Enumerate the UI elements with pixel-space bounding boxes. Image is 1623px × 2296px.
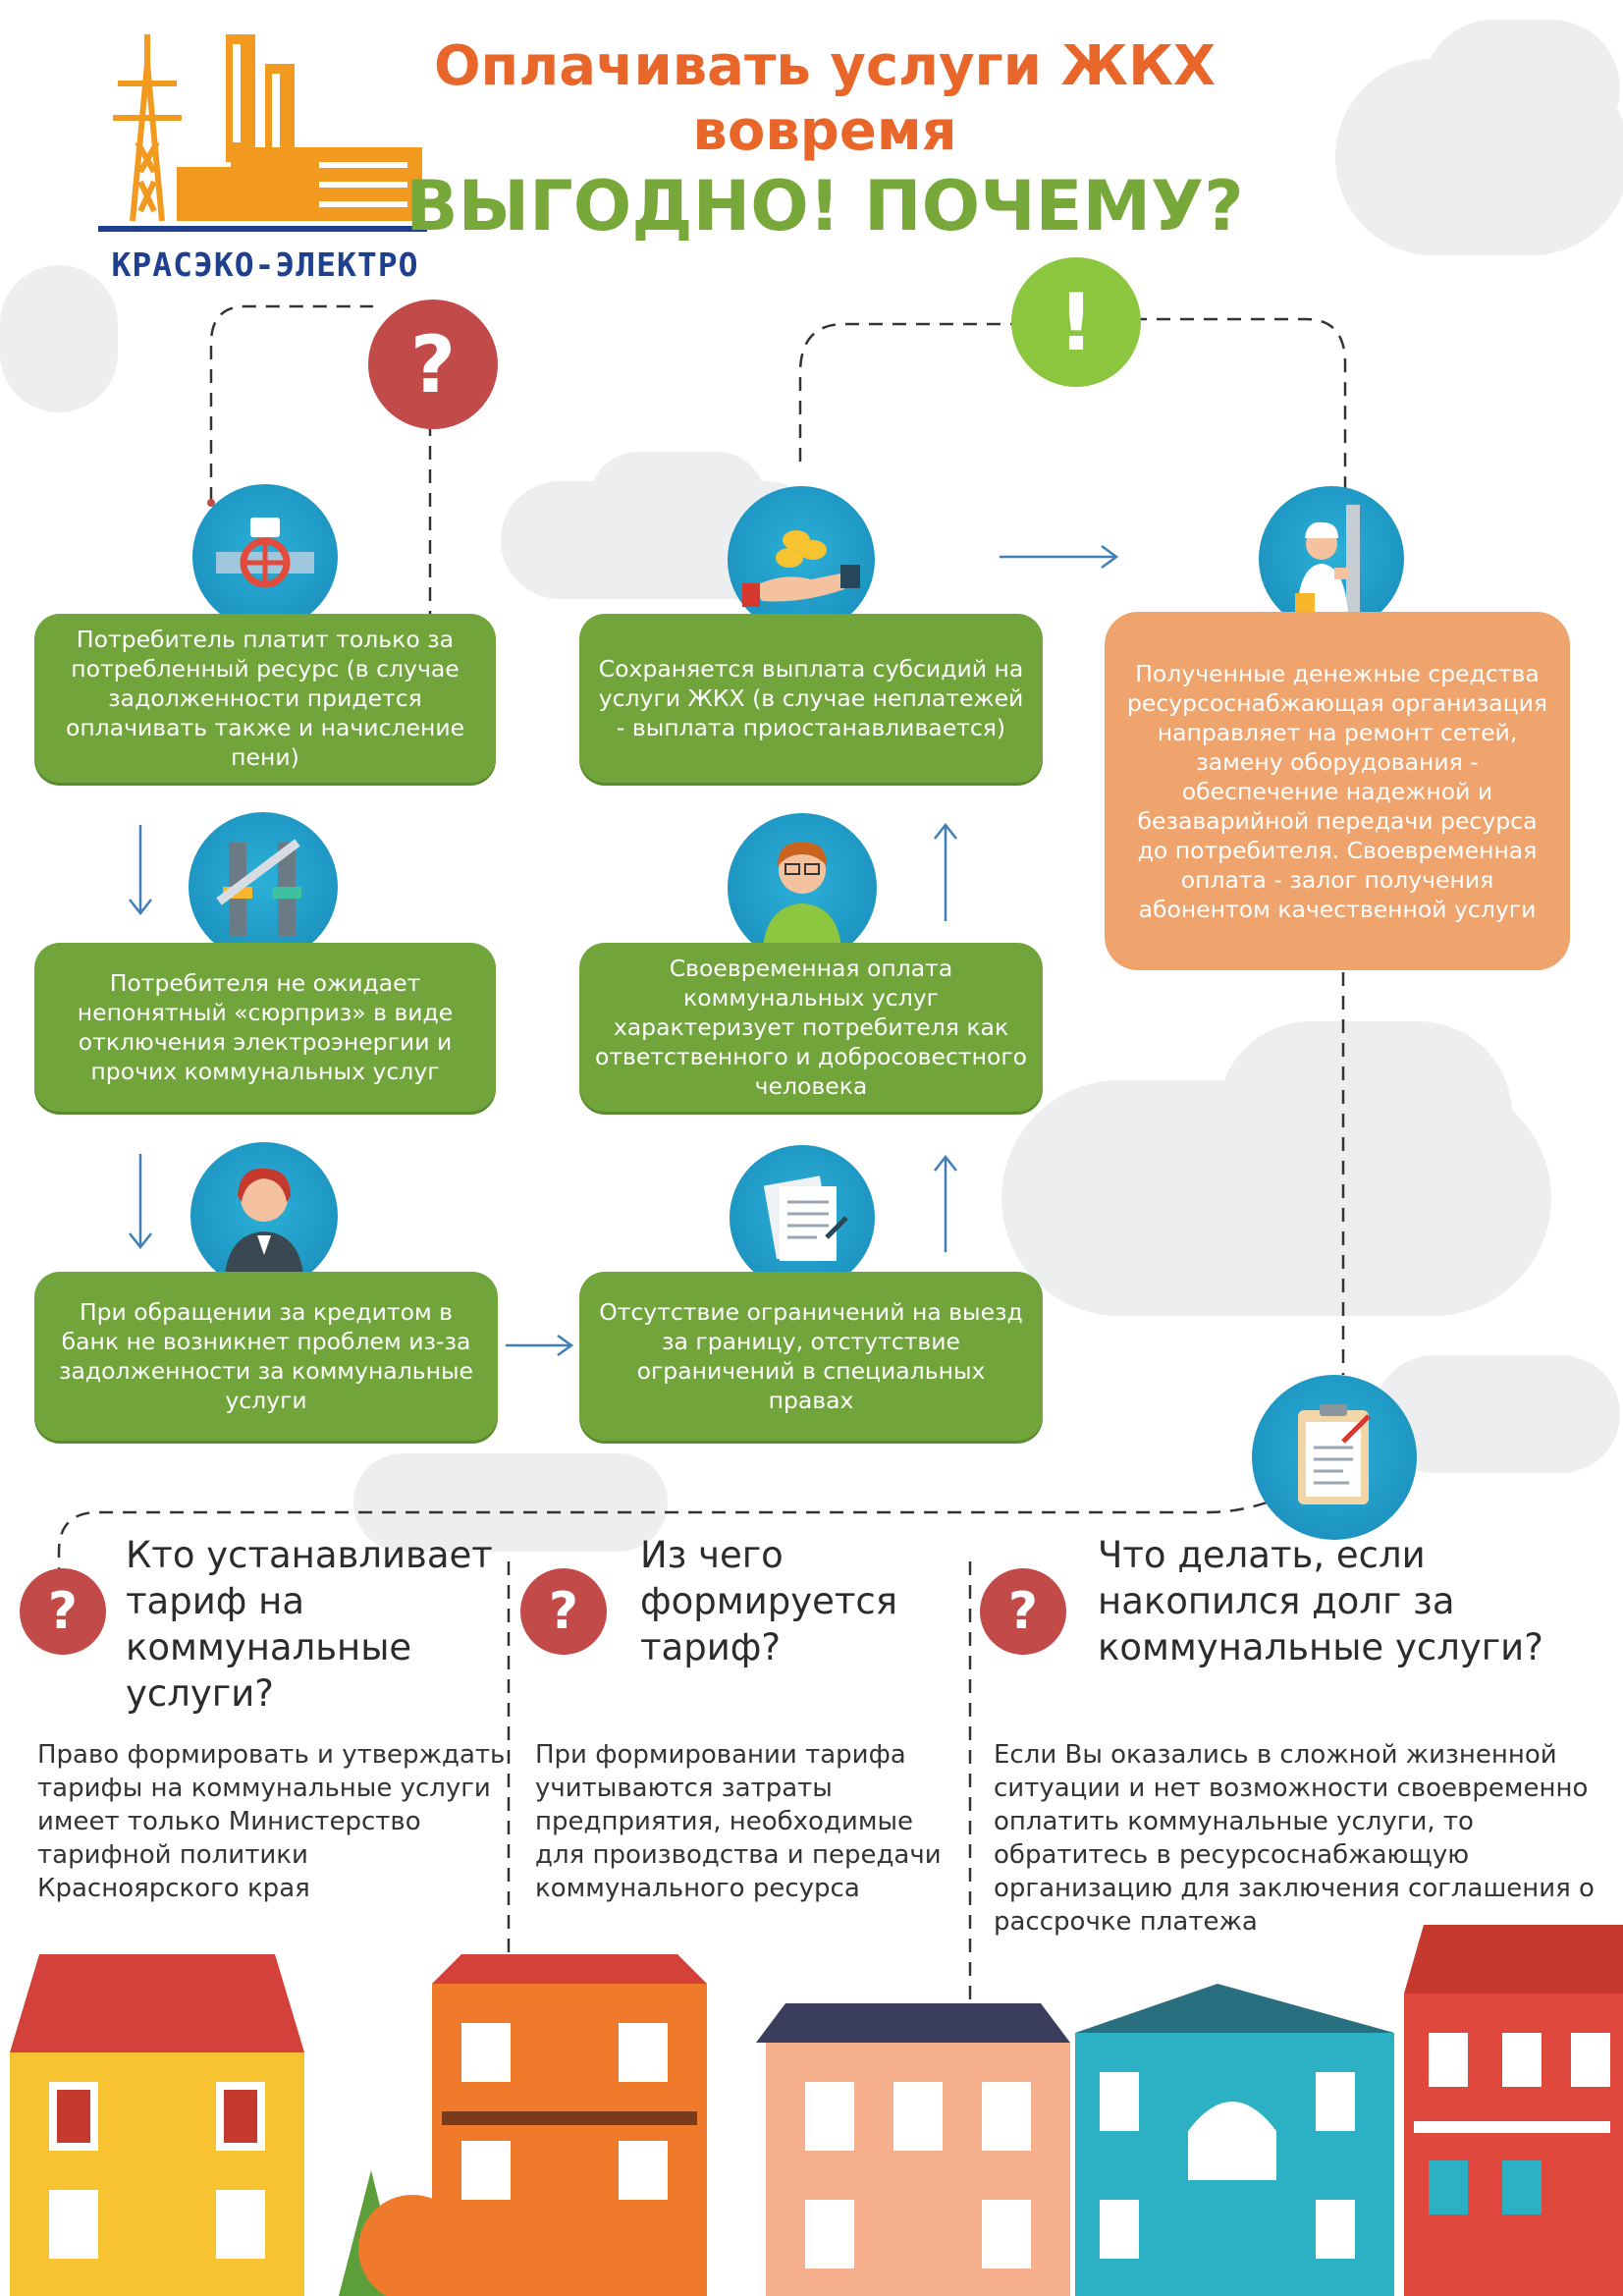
meter-valve-icon <box>192 484 338 629</box>
question-mark-icon: ? <box>20 1568 106 1655</box>
faq-heading: Кто устанавливает тариф на коммунальные … <box>126 1534 493 1715</box>
benefit-text: Потребитель платит только за потребленны… <box>65 626 465 771</box>
page-title: Оплачивать услуги ЖКХ вовремя <box>373 34 1276 164</box>
faq-answer: Право формировать и утверждать тарифы на… <box>37 1740 506 1903</box>
question-symbol: ? <box>47 1582 79 1641</box>
houses-illustration <box>0 1925 1623 2296</box>
question-symbol: ? <box>409 318 457 410</box>
page-subtitle: ВЫГОДНО! ПОЧЕМУ? <box>406 166 1244 246</box>
info-card: Полученные денежные средства ресурсоснаб… <box>1105 612 1570 970</box>
bank-clerk-icon <box>190 1142 338 1289</box>
logo-text: КРАСЭКО-ЭЛЕКТРО <box>111 246 419 284</box>
benefit-card: Отсутствие ограничений на выезд за грани… <box>579 1272 1043 1441</box>
title-line-2: вовремя <box>692 99 957 163</box>
benefit-card: Сохраняется выплата субсидий на услуги Ж… <box>579 614 1043 783</box>
exclamation-symbol: ! <box>1057 276 1095 368</box>
info-text: Полученные денежные средства ресурсоснаб… <box>1126 659 1548 923</box>
faq-heading: Что делать, если накопился долг за комму… <box>1098 1534 1543 1668</box>
benefit-text: Отсутствие ограничений на выезд за грани… <box>599 1298 1023 1414</box>
question-symbol: ? <box>1007 1582 1039 1641</box>
benefit-card: При обращении за кредитом в банк не возн… <box>34 1272 498 1441</box>
electrician-icon <box>1259 486 1404 631</box>
benefit-card: Своевременная оплата коммунальных услуг … <box>579 943 1043 1112</box>
benefit-text: Сохраняется выплата субсидий на услуги Ж… <box>598 655 1024 741</box>
person-icon <box>728 813 877 962</box>
question-mark-icon: ? <box>368 300 498 429</box>
clipboard-icon <box>1252 1375 1417 1540</box>
benefit-card: Потребитель платит только за потребленны… <box>34 614 496 783</box>
pipe-wrench-icon <box>189 812 338 961</box>
benefit-text: Своевременная оплата коммунальных услуг … <box>594 955 1028 1100</box>
benefit-text: Потребителя не ожидает непонятный «сюрпр… <box>77 969 454 1085</box>
company-logo <box>93 25 437 241</box>
coins-hand-icon <box>728 486 875 633</box>
benefit-card: Потребителя не ожидает непонятный «сюрпр… <box>34 943 496 1112</box>
cloud-decoration <box>1217 1021 1512 1208</box>
benefit-text: При обращении за кредитом в банк не возн… <box>59 1298 473 1414</box>
title-line-1: Оплачивать услуги ЖКХ <box>433 34 1217 98</box>
cloud-decoration <box>1424 20 1620 157</box>
faq-answer: Если Вы оказались в сложной жизненной си… <box>994 1740 1595 1937</box>
documents-icon <box>730 1145 875 1290</box>
cloud-decoration <box>0 265 118 412</box>
faq-heading: Из чего формируется тариф? <box>640 1534 898 1668</box>
exclamation-mark-icon: ! <box>1011 257 1141 387</box>
question-mark-icon: ? <box>520 1568 607 1655</box>
question-symbol: ? <box>548 1582 579 1641</box>
faq-answer: При формировании тарифа учитываются затр… <box>535 1740 942 1903</box>
cloud-decoration <box>353 1453 668 1552</box>
question-mark-icon: ? <box>980 1568 1066 1655</box>
